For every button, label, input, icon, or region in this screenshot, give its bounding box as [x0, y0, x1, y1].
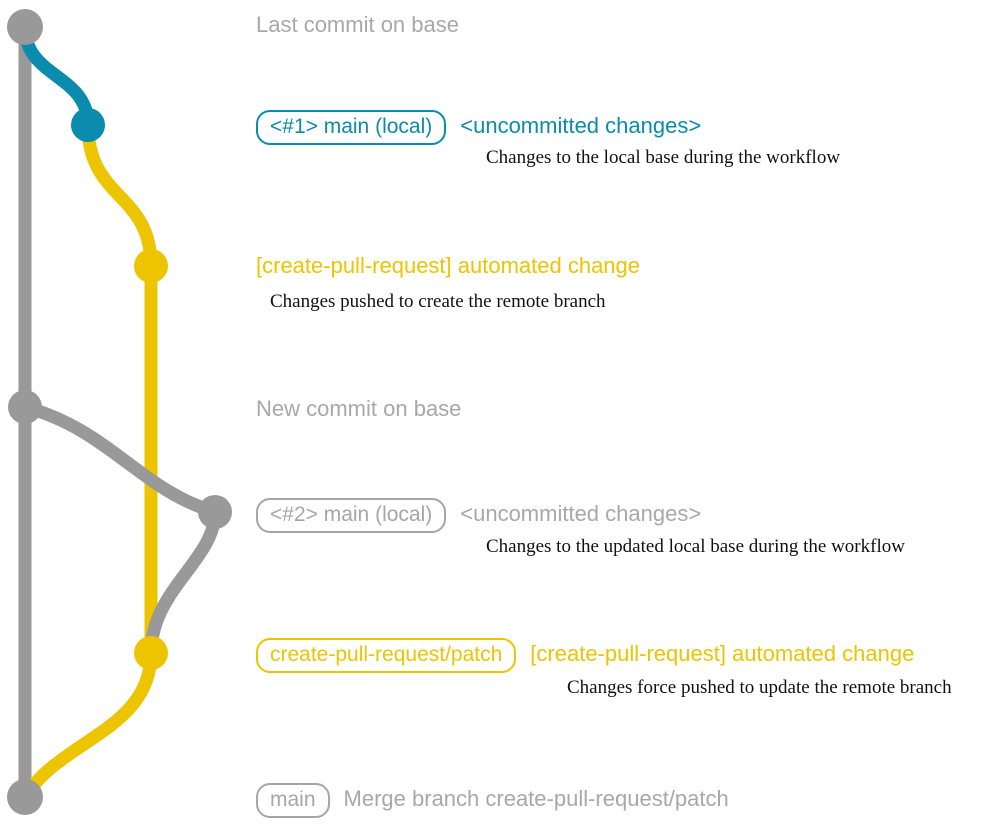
edge-local2-to-remote2: [144, 505, 222, 660]
ref-chip-main-local-1[interactable]: <#1> main (local): [256, 110, 447, 145]
commit-subject-local-1: <uncommitted changes>: [460, 113, 702, 138]
node-remote-2[interactable]: [134, 636, 168, 670]
commit-row-local-commit-2: <#2> main (local) <uncommitted changes>: [256, 498, 701, 533]
commit-note-remote-2: Changes force pushed to update the remot…: [567, 677, 952, 698]
edge-basenew-to-local2: [18, 400, 222, 519]
node-remote-1[interactable]: [134, 249, 168, 283]
commit-row-remote-commit-2: create-pull-request/patch [create-pull-r…: [256, 638, 914, 673]
commit-row-last-commit-on-base: Last commit on base: [256, 12, 459, 37]
ref-chip-main-local-2[interactable]: <#2> main (local): [256, 498, 447, 533]
commit-row-new-commit-on-base: New commit on base: [256, 396, 462, 421]
commit-row-merge-commit: main Merge branch create-pull-request/pa…: [256, 783, 729, 818]
commit-subject-local-2: <uncommitted changes>: [460, 501, 702, 526]
commit-subject-remote-2: [create-pull-request] automated change: [530, 641, 915, 666]
node-local-1[interactable]: [71, 108, 105, 142]
commit-row-local-commit-1: <#1> main (local) <uncommitted changes>: [256, 110, 701, 145]
commit-subject-remote-1: [create-pull-request] automated change: [256, 253, 641, 278]
ref-chip-main[interactable]: main: [256, 783, 330, 818]
commit-subject-merge: Merge branch create-pull-request/patch: [343, 786, 729, 811]
node-base-new[interactable]: [8, 390, 42, 424]
ref-chip-create-pull-request-patch[interactable]: create-pull-request/patch: [256, 638, 517, 673]
node-merge-commit[interactable]: [7, 779, 43, 815]
commit-note-local-2: Changes to the updated local base during…: [486, 536, 905, 557]
edge-local1-to-remote1: [81, 118, 158, 273]
commit-note-local-1: Changes to the local base during the wor…: [486, 147, 841, 168]
edge-remote2-to-merge: [18, 646, 158, 804]
node-base-head[interactable]: [7, 9, 43, 45]
commit-note-remote-1: Changes pushed to create the remote bran…: [270, 291, 606, 312]
node-local-2[interactable]: [198, 495, 232, 529]
commit-row-remote-commit-1: [create-pull-request] automated change: [256, 255, 640, 277]
